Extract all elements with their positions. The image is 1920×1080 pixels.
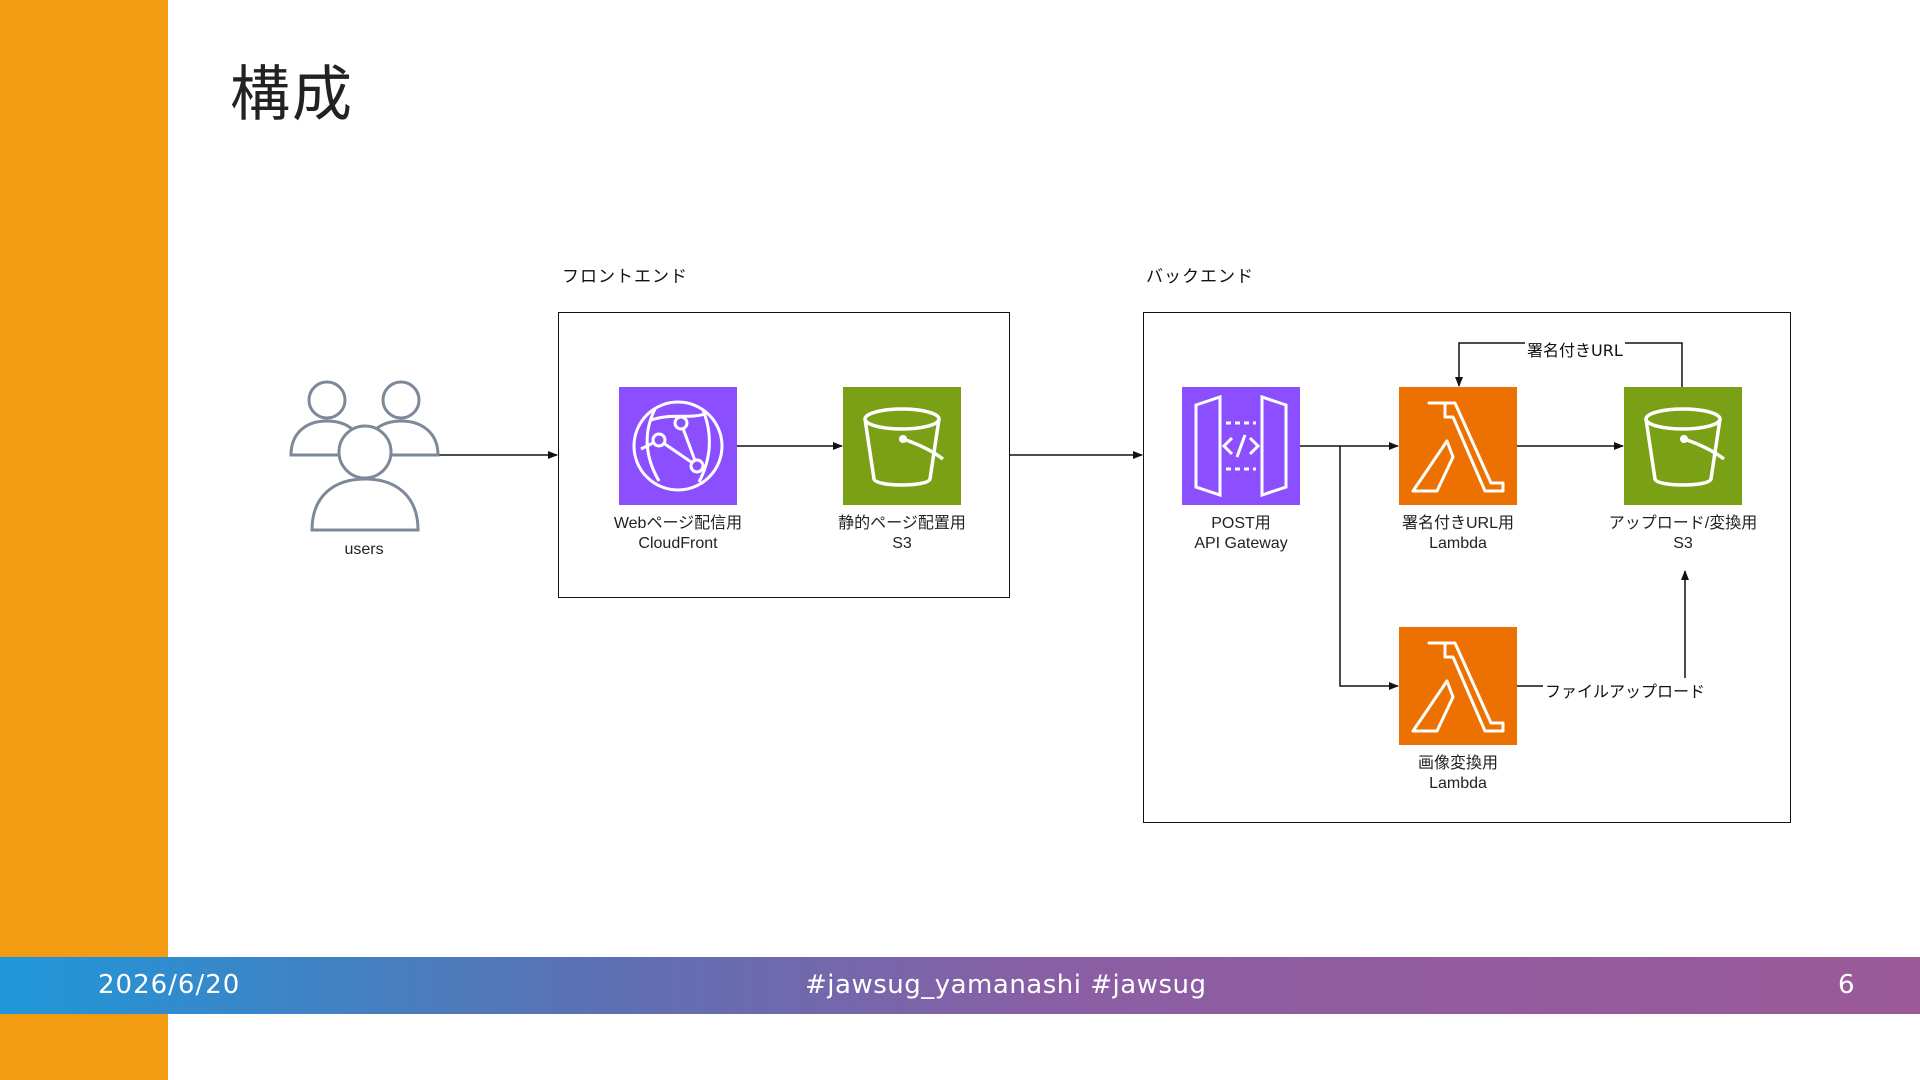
api-gateway-caption: POST用 API Gateway — [1194, 515, 1288, 552]
footer-bar: 2026/6/20 #jawsug_yamanashi #jawsug 6 — [0, 957, 1920, 1014]
page-number: 6 — [1838, 970, 1855, 1000]
s3-static-icon — [843, 387, 961, 505]
s3-upload-icon — [1624, 387, 1742, 505]
footer-hashtags: #jawsug_yamanashi #jawsug — [805, 970, 1207, 1000]
lambda-signed-url-icon — [1399, 387, 1517, 505]
lambda-signed-url-caption: 署名付きURL用 Lambda — [1401, 515, 1514, 552]
lambda-image-icon — [1399, 627, 1517, 745]
signed-url-edge-label: 署名付きURL — [1525, 337, 1625, 361]
cloudfront-caption: Webページ配信用 CloudFront — [613, 515, 743, 552]
users-caption: users — [344, 541, 384, 558]
cloudfront-icon — [619, 387, 737, 505]
users-icon — [286, 378, 446, 536]
api-gateway-icon — [1182, 387, 1300, 505]
frontend-section-label: フロントエンド — [562, 267, 688, 287]
s3-upload-caption: アップロード/変換用 S3 — [1608, 515, 1758, 552]
lambda-image-caption: 画像変換用 Lambda — [1417, 755, 1498, 792]
backend-section-label: バックエンド — [1146, 267, 1254, 287]
accent-sidebar — [0, 0, 168, 1080]
footer-date: 2026/6/20 — [98, 970, 241, 1000]
s3-static-caption: 静的ページ配置用 S3 — [838, 515, 966, 552]
page-title: 構成 — [230, 60, 354, 130]
file-upload-edge-label: ファイルアップロード — [1543, 678, 1708, 702]
